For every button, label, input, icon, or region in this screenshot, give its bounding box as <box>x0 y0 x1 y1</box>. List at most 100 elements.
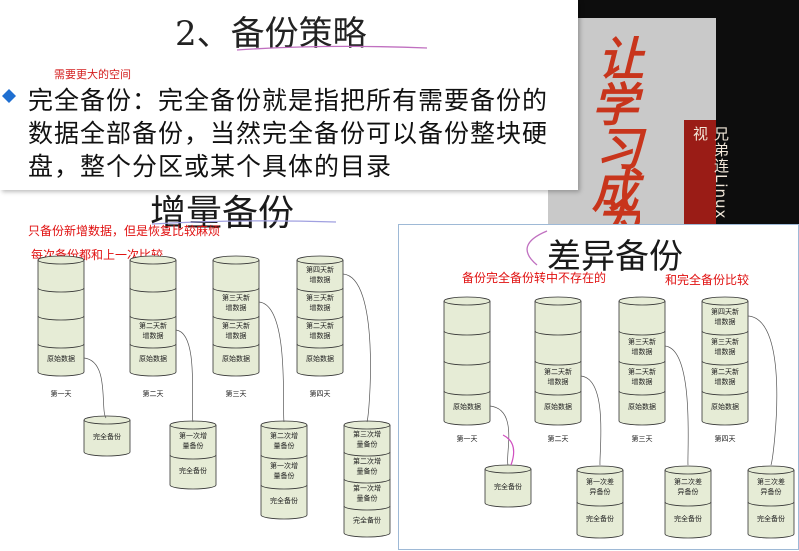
segment-label: 增数据 <box>715 347 736 356</box>
segment-label: 原始数据 <box>222 354 250 363</box>
segment-label: 增数据 <box>226 331 247 340</box>
segment-label: 量备份 <box>274 471 295 480</box>
segment-label: 第一次增 <box>353 484 381 493</box>
full-backup-slide: 2、备份策略 需要更大的空间 完全备份：完全备份就是指把所有需要备份的数据全部备… <box>0 0 578 190</box>
segment-label: 异备份 <box>678 487 699 496</box>
segment-label: 增数据 <box>632 377 653 386</box>
segment-label: 第三次差 <box>757 477 785 486</box>
segment-label: 增数据 <box>226 303 247 312</box>
calligraphy-char: 习 <box>596 122 642 176</box>
segment-label: 第三天新 <box>306 293 334 302</box>
segment-label: 增数据 <box>310 303 331 312</box>
segment-label: 第一次增 <box>270 461 298 470</box>
segment-label: 第三天新 <box>628 337 656 346</box>
day-label: 第三天 <box>632 434 653 443</box>
title-annotation-stroke <box>236 45 428 51</box>
segment-label: 第二天新 <box>544 367 572 376</box>
segment-label: 第二天新 <box>139 321 167 330</box>
segment-label: 第二次差 <box>674 477 702 486</box>
segment-label: 增数据 <box>715 377 736 386</box>
slide-title: 2、备份策略 <box>175 14 367 54</box>
segment-label: 增数据 <box>143 331 164 340</box>
calligraphy-char: 学 <box>592 78 638 132</box>
segment-label: 原始数据 <box>47 354 75 363</box>
incremental-backup-diagram: 原始数据第一天第二天新增数据原始数据第二天第三天新增数据第二天新增数据原始数据第… <box>37 255 391 538</box>
segment-label: 第四天新 <box>711 307 739 316</box>
segment-label: 完全备份 <box>179 466 207 475</box>
segment-label: 完全备份 <box>353 516 381 525</box>
segment-label: 第二天新 <box>306 321 334 330</box>
differential-backup-title: 差异备份 <box>547 237 683 277</box>
segment-label: 原始数据 <box>628 402 656 411</box>
segment-label: 量备份 <box>274 441 295 450</box>
segment-label: 增数据 <box>632 347 653 356</box>
segment-label: 量备份 <box>357 440 378 449</box>
differential-backup-panel: 差异备份 备份完全备份转中不存在的 和完全备份比较 原始数据第一天第二天新增数据… <box>398 224 799 550</box>
book-spine-text: 兄弟连Linux视 <box>691 126 730 220</box>
segment-label: 原始数据 <box>544 402 572 411</box>
diamond-bullet-icon <box>2 89 16 103</box>
segment-label: 增数据 <box>548 377 569 386</box>
book-spine: 兄弟连Linux视 <box>684 120 730 230</box>
segment-label: 完全备份 <box>757 514 785 523</box>
segment-label: 完全备份 <box>586 514 614 523</box>
segment-label: 第一次增 <box>179 431 207 440</box>
segment-label: 完全备份 <box>494 482 522 491</box>
annotation-note: 和完全备份比较 <box>665 273 750 287</box>
calligraphy-char: 让 <box>598 32 644 86</box>
segment-label: 第二次增 <box>353 457 381 466</box>
day-label: 第一天 <box>51 389 72 398</box>
segment-label: 完全备份 <box>270 496 298 505</box>
segment-label: 第三天新 <box>222 293 250 302</box>
segment-label: 第三次增 <box>353 430 381 439</box>
segment-label: 原始数据 <box>139 354 167 363</box>
segment-label: 第四天新 <box>306 265 334 274</box>
segment-label: 异备份 <box>590 487 611 496</box>
segment-label: 第二天新 <box>222 321 250 330</box>
calligraphy-char: 成 <box>592 164 638 218</box>
full-backup-description: 完全备份：完全备份就是指把所有需要备份的数据全部备份，当然完全备份可以备份整块硬… <box>28 86 549 181</box>
segment-label: 量备份 <box>357 467 378 476</box>
segment-label: 第二天新 <box>711 367 739 376</box>
day-label: 第二天 <box>143 389 164 398</box>
incremental-columns: 原始数据第一天第二天新增数据原始数据第二天第三天新增数据第二天新增数据原始数据第… <box>37 255 391 538</box>
backup-cylinder: 完全备份 <box>83 415 131 457</box>
segment-label: 原始数据 <box>711 402 739 411</box>
segment-label: 增数据 <box>715 317 736 326</box>
disk-cylinder: 原始数据 <box>37 255 85 377</box>
segment-label: 第二天新 <box>628 367 656 376</box>
incremental-backup-title: 增量备份 <box>150 193 295 234</box>
title-annotation-stroke <box>526 230 548 266</box>
segment-label: 第三天新 <box>711 337 739 346</box>
day-label: 第四天 <box>310 389 331 398</box>
segment-label: 异备份 <box>761 487 782 496</box>
annotation-note: 需要更大的空间 <box>54 68 131 81</box>
segment-label: 增数据 <box>310 331 331 340</box>
day-label: 第四天 <box>715 434 736 443</box>
day-label: 第三天 <box>226 389 247 398</box>
disk-cylinder: 原始数据 <box>443 296 491 426</box>
segment-label: 完全备份 <box>674 514 702 523</box>
segment-label: 量备份 <box>183 441 204 450</box>
segment-label: 增数据 <box>310 275 331 284</box>
day-label: 第二天 <box>548 434 569 443</box>
annotation-stroke <box>502 434 515 466</box>
day-label: 第一天 <box>457 434 478 443</box>
segment-label: 第二次增 <box>270 431 298 440</box>
segment-label: 完全备份 <box>93 432 121 441</box>
segment-label: 量备份 <box>357 494 378 503</box>
segment-label: 原始数据 <box>306 354 334 363</box>
annotation-note: 备份完全备份转中不存在的 <box>462 271 607 285</box>
differential-backup-diagram: 原始数据第一天第二天新增数据原始数据第二天第三天新增数据第二天新增数据原始数据第… <box>443 296 795 539</box>
